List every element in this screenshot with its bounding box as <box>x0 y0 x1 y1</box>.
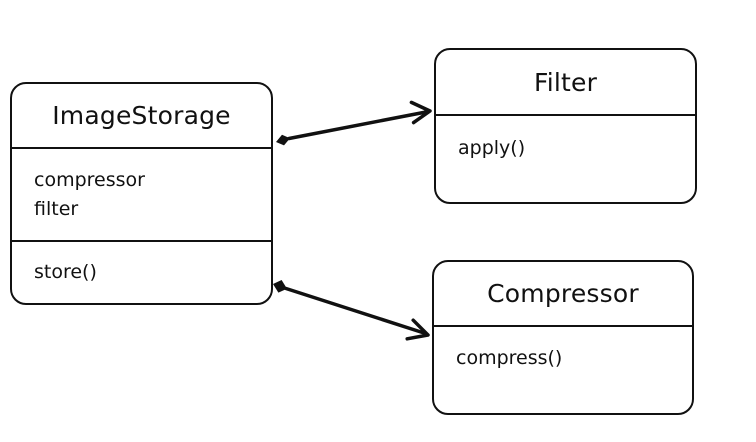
composition-diamond-icon <box>273 280 287 293</box>
class-box-filter: Filter apply() <box>434 48 697 204</box>
attribute-filter: filter <box>34 198 79 220</box>
association-line <box>287 110 428 141</box>
operation-section: apply() <box>436 116 695 163</box>
class-name: Compressor <box>434 262 692 327</box>
operation-apply: apply() <box>458 137 526 159</box>
operation-section: compress() <box>434 327 692 373</box>
class-box-compressor: Compressor compress() <box>432 260 694 415</box>
class-name: ImageStorage <box>12 84 271 149</box>
operation-section: store() <box>12 240 271 287</box>
attribute-compressor: compressor <box>34 169 145 191</box>
attribute-section: compressor filter <box>12 149 271 240</box>
composition-diamond-icon <box>276 134 290 146</box>
class-name: Filter <box>436 50 695 116</box>
association-imagestorage-filter <box>276 100 432 146</box>
open-arrowhead-icon <box>405 318 430 341</box>
operation-compress: compress() <box>456 347 563 369</box>
open-arrowhead-icon <box>409 100 432 125</box>
association-imagestorage-compressor <box>273 280 430 341</box>
operation-store: store() <box>34 261 97 283</box>
class-box-imagestorage: ImageStorage compressor filter store() <box>10 82 273 305</box>
association-line <box>284 286 426 335</box>
